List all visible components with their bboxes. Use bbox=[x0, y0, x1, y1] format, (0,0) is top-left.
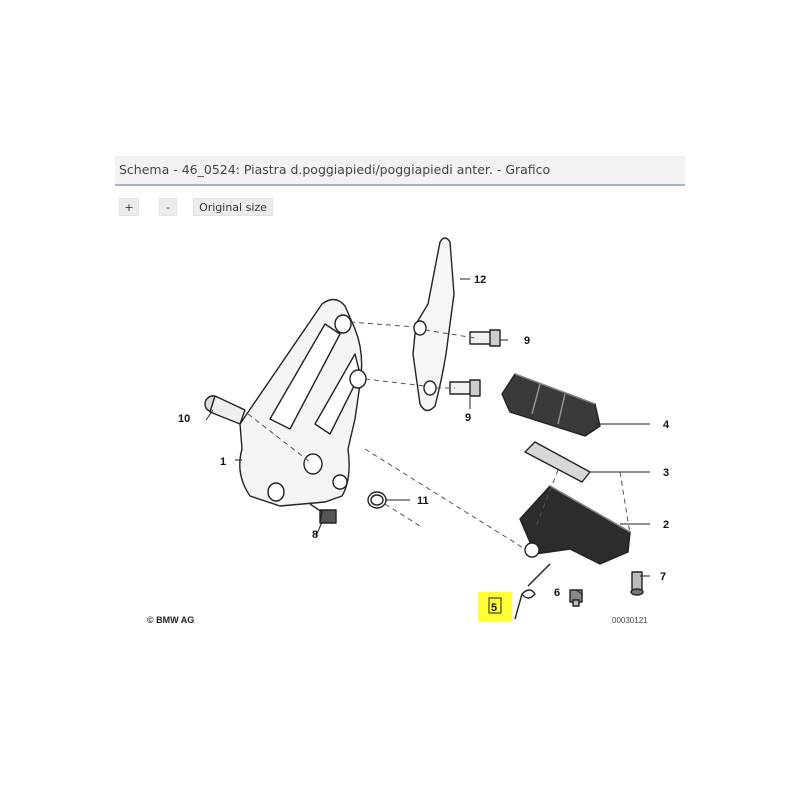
parts-diagram-svg: 12 9 9 4 3 2 7 6 5 10 1 11 8 © BMW AG 00… bbox=[147, 237, 670, 625]
diagram-title-bar: Schema - 46_0524: Piastra d.poggiapiedi/… bbox=[115, 156, 685, 186]
bolt-10-part bbox=[204, 395, 246, 425]
callout-6[interactable]: 6 bbox=[554, 587, 560, 599]
callout-12[interactable]: 12 bbox=[474, 274, 486, 286]
callout-5[interactable]: 5 bbox=[491, 602, 497, 614]
zoom-in-button[interactable]: + bbox=[119, 198, 139, 216]
clip-plate-part bbox=[524, 441, 591, 483]
screw-9-upper-part bbox=[469, 329, 501, 347]
callout-4[interactable]: 4 bbox=[663, 419, 670, 431]
spring-part bbox=[514, 563, 551, 620]
callout-7[interactable]: 7 bbox=[660, 571, 666, 583]
copyright-label: © BMW AG bbox=[147, 615, 194, 625]
callout-10[interactable]: 10 bbox=[178, 413, 190, 425]
callout-8[interactable]: 8 bbox=[312, 529, 318, 541]
original-size-button[interactable]: Original size bbox=[193, 198, 273, 216]
circlip-part bbox=[367, 491, 387, 509]
pin-part bbox=[630, 571, 644, 596]
callout-9-lower[interactable]: 9 bbox=[465, 412, 471, 424]
callout-1[interactable]: 1 bbox=[220, 456, 226, 468]
image-number: 00030121 bbox=[612, 616, 648, 625]
zoom-out-button[interactable]: - bbox=[159, 198, 177, 216]
callout-5-highlight bbox=[478, 592, 512, 622]
screw-8-part bbox=[309, 503, 337, 524]
page-title: Schema - 46_0524: Piastra d.poggiapiedi/… bbox=[119, 162, 551, 177]
parts-diagram[interactable]: 12 9 9 4 3 2 7 6 5 10 1 11 8 © BMW AG 00… bbox=[130, 234, 686, 634]
callout-2[interactable]: 2 bbox=[663, 519, 669, 531]
callout-3[interactable]: 3 bbox=[663, 467, 669, 479]
footpeg-part bbox=[519, 485, 631, 565]
callout-9-upper[interactable]: 9 bbox=[524, 335, 530, 347]
assembly-lines bbox=[247, 321, 631, 550]
rubber-pad-part bbox=[501, 373, 601, 437]
footrest-plate-part bbox=[239, 298, 367, 507]
heel-guard-part bbox=[412, 237, 455, 412]
callout-11[interactable]: 11 bbox=[417, 495, 429, 507]
leader-lines bbox=[205, 278, 650, 595]
